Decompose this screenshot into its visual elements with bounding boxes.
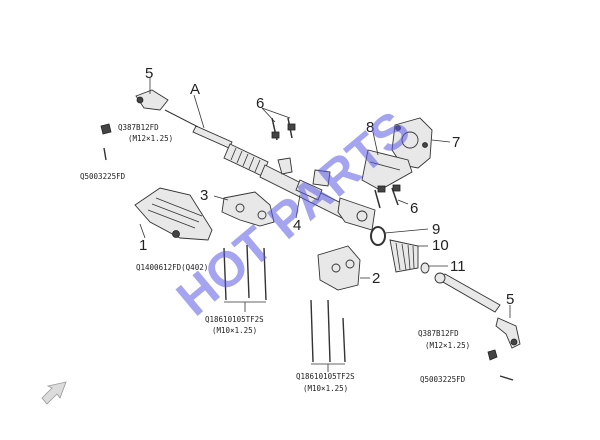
callout-3: 3 [200, 187, 208, 204]
code-q387-top: Q387B12FD [118, 123, 159, 132]
code-m12-top: (M12×1.25) [128, 134, 173, 143]
code-q500-bot: Q5003225FD [420, 375, 466, 384]
right-tie-rod [434, 272, 501, 313]
callout-10: 10 [432, 237, 449, 254]
code-m10-mid: (M10×1.25) [212, 326, 257, 335]
mounting-bracket-right [317, 245, 361, 291]
callout-a: A [190, 81, 200, 98]
code-q387-bot: Q387B12FD [418, 329, 459, 338]
callout-4: 4 [293, 217, 301, 234]
steering-rack-assembly [164, 109, 376, 231]
pinion-housing [337, 197, 376, 231]
code-q1400: Q1400612FD(Q402) [136, 263, 208, 272]
right-tie-rod-end [487, 317, 521, 381]
right-boot [389, 239, 419, 273]
bolts-upper [271, 117, 296, 141]
direction-arrow-icon [41, 381, 67, 405]
pinion-bracket [361, 149, 413, 191]
code-q186-bot: Q18610105TF2S [296, 372, 355, 381]
callout-2: 2 [372, 270, 380, 287]
valve-housing [391, 117, 433, 169]
o-ring [370, 226, 386, 246]
mounting-bracket-left [221, 191, 275, 227]
code-m12-bot: (M12×1.25) [425, 341, 470, 350]
left-tie-rod-end [100, 89, 169, 161]
code-m10-bot: (M10×1.25) [303, 384, 348, 393]
callout-6-right: 6 [410, 200, 418, 217]
leader-lines [139, 78, 511, 318]
callout-5-top: 5 [145, 65, 153, 82]
callout-8: 8 [366, 119, 374, 136]
bolts-right [374, 184, 401, 209]
heat-shield [134, 187, 213, 241]
code-q500-top: Q5003225FD [80, 172, 126, 181]
left-boot [223, 143, 269, 177]
long-bolts-bottom [310, 299, 346, 372]
callout-7: 7 [452, 134, 460, 151]
long-bolts-middle [223, 244, 267, 312]
callout-1: 1 [139, 237, 147, 254]
callout-6-top: 6 [256, 95, 264, 112]
callout-5-bottom: 5 [506, 291, 514, 308]
lock-nut [420, 262, 430, 274]
callout-9: 9 [432, 221, 440, 238]
code-q186-mid: Q18610105TF2S [205, 315, 264, 324]
callout-11: 11 [450, 258, 466, 275]
